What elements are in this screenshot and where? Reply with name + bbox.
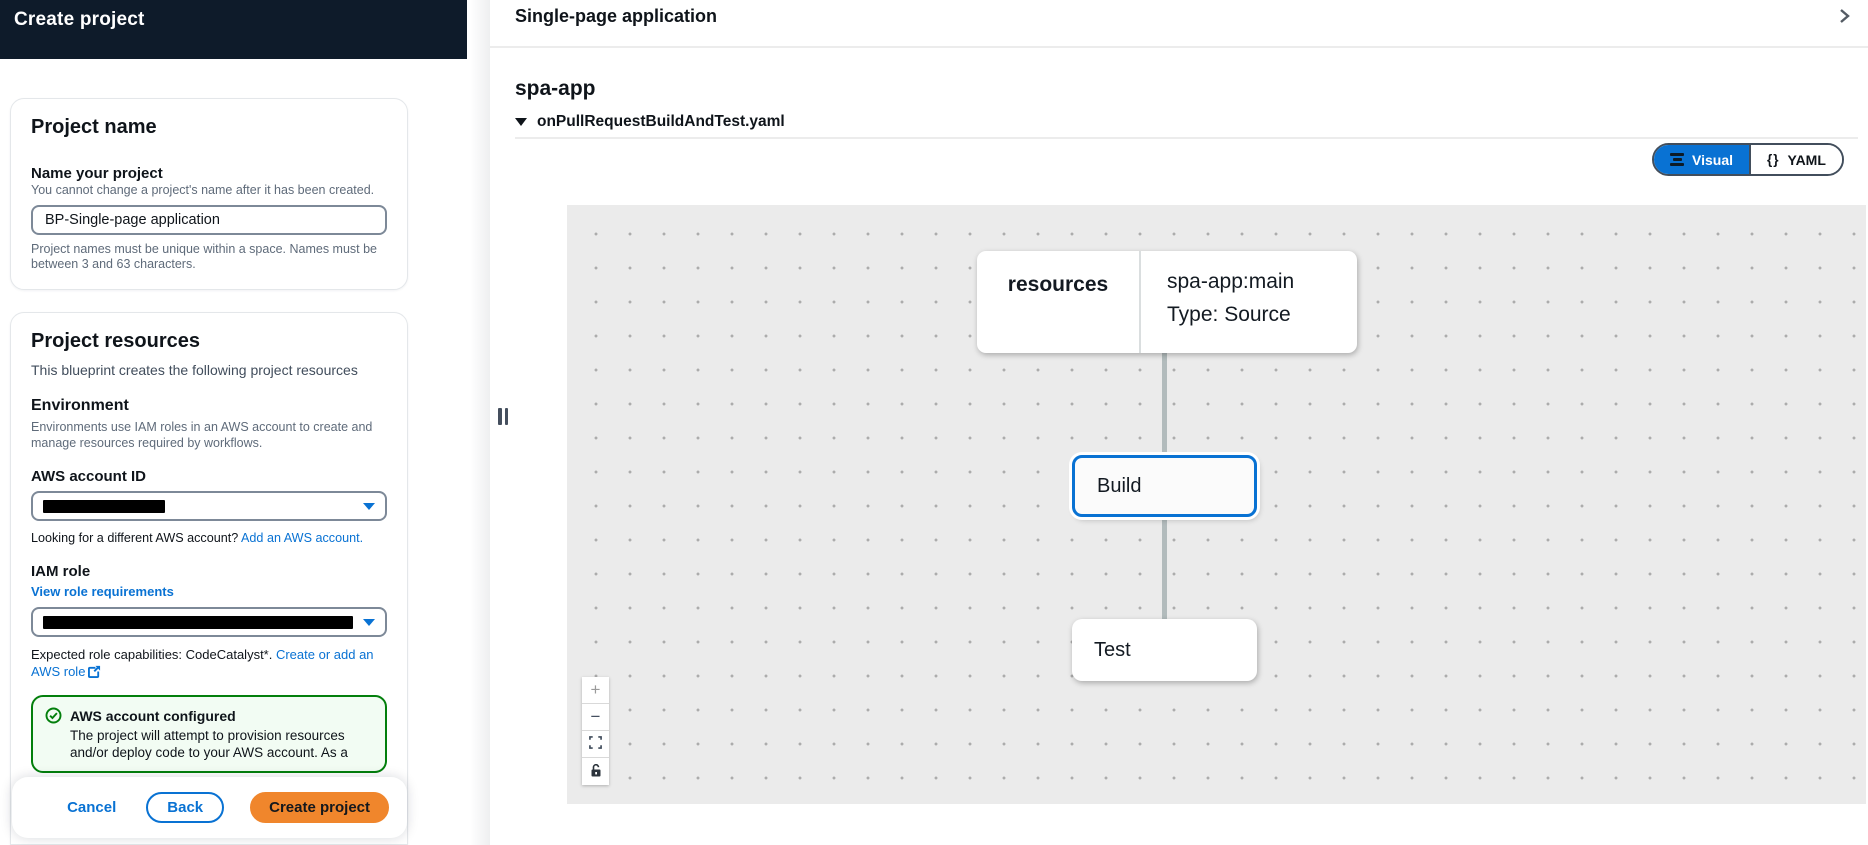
view-role-requirements-link[interactable]: View role requirements (31, 584, 174, 599)
project-name-value: BP-Single-page application (45, 211, 220, 228)
check-circle-icon (45, 707, 62, 761)
project-name-constraint: Project names must be unique within a sp… (31, 241, 378, 272)
add-aws-account-link[interactable]: Add an AWS account. (241, 531, 364, 545)
project-resources-title: Project resources (31, 330, 200, 352)
tab-yaml[interactable]: {} YAML (1749, 145, 1842, 174)
source-node-group: resources (977, 251, 1141, 353)
build-node[interactable]: Build (1072, 455, 1257, 517)
workflow-file-name: onPullRequestBuildAndTest.yaml (537, 113, 785, 130)
aws-account-help-text: Looking for a different AWS account? (31, 531, 242, 545)
canvas-zoom-controls: + − (582, 677, 609, 785)
lock-button[interactable] (582, 758, 609, 785)
project-name-help: You cannot change a project's name after… (31, 183, 375, 197)
iam-role-label: IAM role (31, 563, 91, 580)
caret-down-icon (363, 502, 375, 510)
wizard-pane: Create project Project name Name your pr… (0, 0, 490, 845)
workflow-canvas[interactable]: resources spa-app:main Type: Source Buil… (567, 205, 1866, 804)
create-project-button[interactable]: Create project (250, 792, 389, 823)
test-node[interactable]: Test (1072, 619, 1257, 681)
workflow-file-row[interactable]: onPullRequestBuildAndTest.yaml (515, 113, 785, 131)
environment-title: Environment (31, 397, 129, 414)
project-name-label: Name your project (31, 165, 163, 182)
editor-mode-toggle: Visual {} YAML (1652, 143, 1844, 176)
lock-icon (590, 762, 602, 782)
zoom-out-button[interactable]: − (582, 704, 609, 731)
project-name-card-title: Project name (31, 116, 157, 138)
app-name: spa-app (515, 77, 596, 100)
zoom-in-icon: + (590, 680, 601, 699)
tab-visual[interactable]: Visual (1654, 145, 1749, 174)
aws-account-help: Looking for a different AWS account? Add… (31, 530, 387, 546)
chevron-right-icon[interactable] (1832, 5, 1856, 29)
cancel-button[interactable]: Cancel (67, 799, 117, 816)
workflow-divider (515, 137, 1858, 139)
header-divider (490, 46, 1868, 48)
tab-visual-label: Visual (1692, 151, 1733, 168)
fit-view-icon (589, 734, 602, 754)
alert-title: AWS account configured (70, 708, 236, 724)
alert-text: The project will attempt to provision re… (70, 728, 348, 760)
create-aws-role-link[interactable]: Create or add an AWS role (31, 647, 374, 679)
caret-down-icon (363, 618, 375, 626)
wizard-header: Create project (0, 0, 467, 59)
zoom-out-icon: − (590, 707, 601, 726)
visual-editor-icon (1670, 153, 1684, 166)
success-alert: AWS account configured The project will … (31, 695, 387, 773)
alert-content: AWS account configured The project will … (70, 707, 373, 761)
iam-role-help-text: Expected role capabilities: CodeCatalyst… (31, 647, 276, 662)
redacted-account-value (43, 499, 165, 513)
wizard-footer: Cancel Back Create project (12, 777, 407, 838)
source-node-info: spa-app:main Type: Source (1141, 251, 1357, 353)
source-node[interactable]: resources spa-app:main Type: Source (977, 251, 1357, 353)
blueprint-preview-pane: Single-page application spa-app onPullRe… (490, 0, 1868, 845)
aws-account-label: AWS account ID (31, 468, 147, 485)
source-node-title: spa-app:main (1167, 270, 1295, 293)
source-node-subtitle: Type: Source (1167, 303, 1291, 326)
build-node-label: Build (1097, 474, 1142, 497)
pane-resize-handle[interactable] (496, 406, 510, 426)
yaml-braces-icon: {} (1767, 152, 1780, 167)
fit-view-button[interactable] (582, 731, 609, 758)
project-name-card: Project name Name your project You canno… (10, 98, 408, 290)
environment-description: Environments use IAM roles in an AWS acc… (31, 420, 373, 450)
test-node-label: Test (1094, 638, 1131, 661)
blueprint-title: Single-page application (515, 6, 718, 26)
iam-role-help: Expected role capabilities: CodeCatalyst… (31, 646, 387, 682)
page-title: Create project (14, 9, 145, 30)
aws-account-select[interactable] (31, 491, 387, 521)
tab-yaml-label: YAML (1787, 151, 1826, 168)
pane-divider (470, 0, 490, 845)
external-link-icon (88, 665, 101, 682)
project-resources-card: Project resources This blueprint creates… (10, 312, 408, 845)
back-button[interactable]: Back (146, 792, 225, 823)
collapse-triangle-icon (515, 118, 527, 126)
project-name-input[interactable]: BP-Single-page application (31, 204, 387, 235)
redacted-role-value (43, 615, 353, 629)
iam-role-select[interactable] (31, 607, 387, 637)
zoom-in-button[interactable]: + (582, 677, 609, 704)
project-resources-description: This blueprint creates the following pro… (31, 362, 358, 378)
